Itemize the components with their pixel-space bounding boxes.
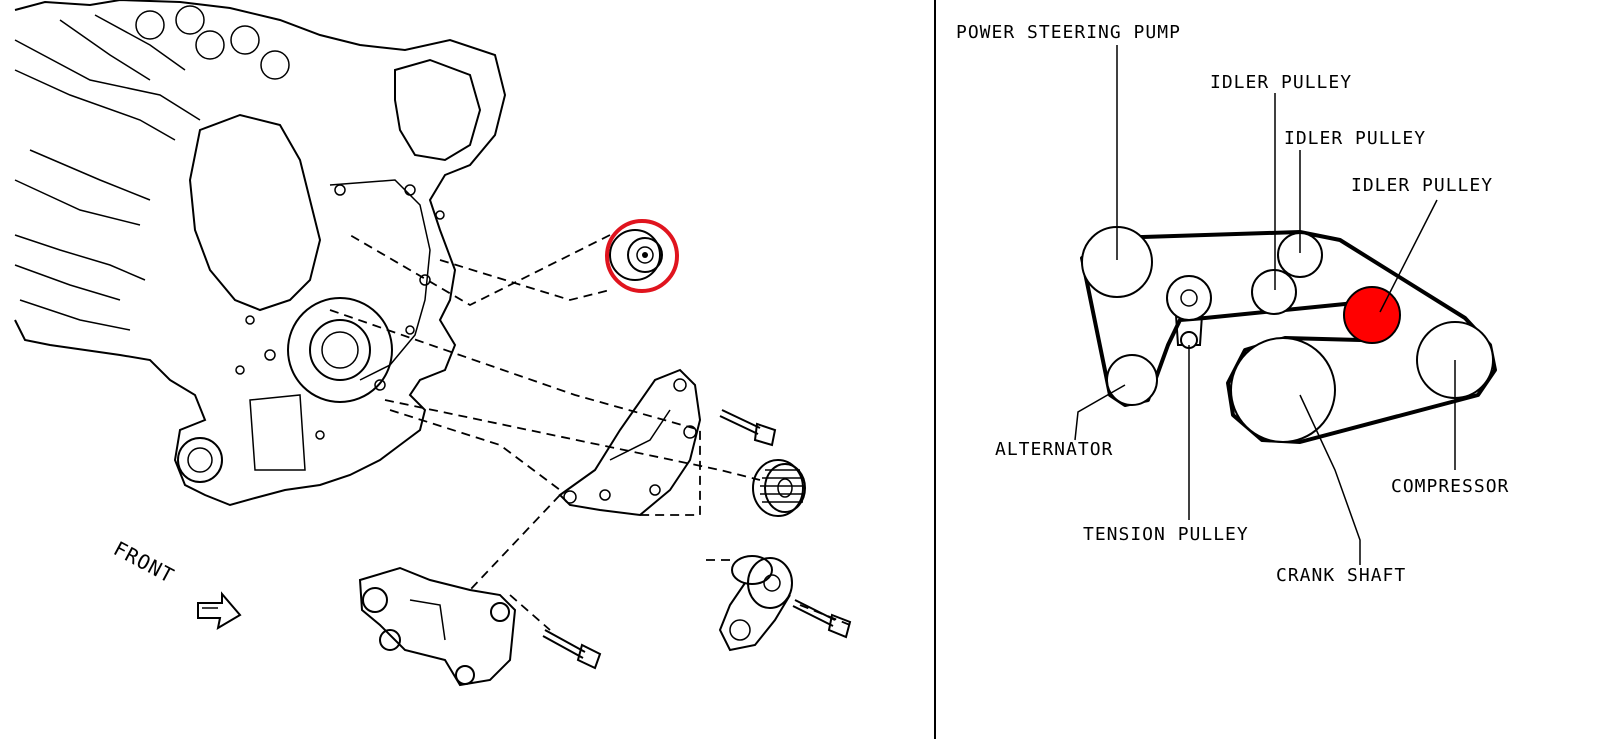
crank-shaft-pulley (1230, 337, 1336, 443)
lower-bracket-part (358, 566, 517, 687)
belt-routing-diagram: POWER STEERING PUMP IDLER PULLEY IDLER P… (956, 22, 1509, 586)
tensioner-part (718, 555, 793, 652)
engine-block-drawing (14, 0, 507, 507)
bolt-part-2 (792, 599, 852, 639)
bolt-part-3 (542, 629, 602, 670)
tension-pulley-arm (1166, 275, 1212, 349)
alternator-pulley (1106, 354, 1158, 406)
label-power-steering-pump: POWER STEERING PUMP (956, 22, 1181, 43)
front-label: FRONT (110, 536, 179, 588)
idler-pulley-3-highlighted (1343, 286, 1401, 344)
idler-pulley-part (609, 229, 663, 281)
label-idler-pulley-3: IDLER PULLEY (1351, 175, 1493, 196)
label-tension-pulley: TENSION PULLEY (1083, 524, 1249, 545)
exploded-view-leader-lines (329, 234, 851, 631)
bolt-part-1 (719, 409, 777, 447)
front-indicator: FRONT (110, 536, 242, 631)
label-leaders (1074, 45, 1456, 565)
highlight-circle (605, 219, 679, 293)
label-idler-pulley-1: IDLER PULLEY (1210, 72, 1352, 93)
front-arrow-icon (197, 591, 242, 631)
label-compressor: COMPRESSOR (1391, 476, 1509, 497)
label-idler-pulley-2: IDLER PULLEY (1284, 128, 1426, 149)
grooved-pulley-part (752, 459, 806, 517)
idler-pulley-1 (1251, 269, 1297, 315)
idler-bracket-part (558, 368, 702, 517)
label-crank-shaft: CRANK SHAFT (1276, 565, 1406, 586)
label-alternator: ALTERNATOR (995, 439, 1113, 460)
